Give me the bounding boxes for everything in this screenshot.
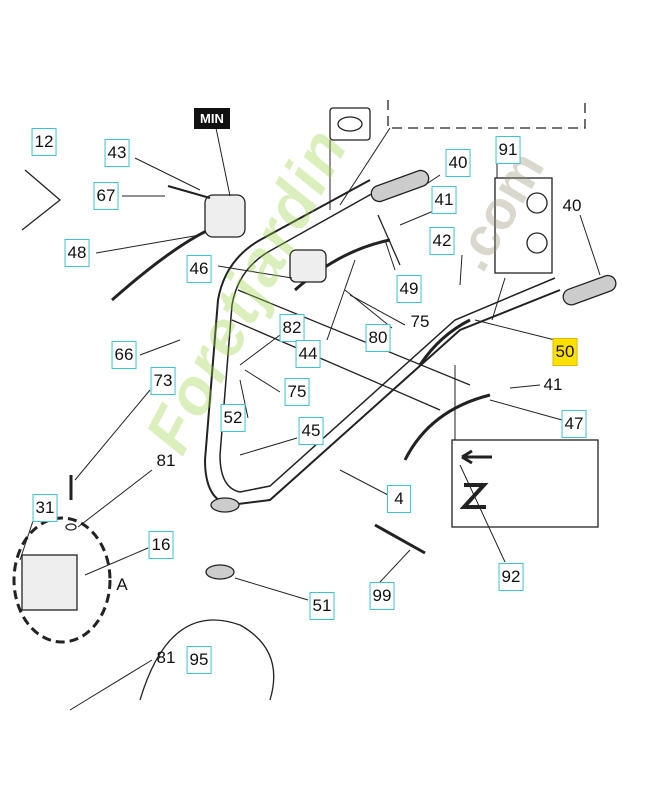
callout-45: 45: [298, 417, 324, 445]
callout-73: 73: [150, 367, 176, 395]
callout-46: 46: [186, 255, 212, 283]
min-decal: MIN: [194, 108, 230, 129]
callout-41: 41: [431, 186, 457, 214]
callout-48: 48: [64, 239, 90, 267]
callout-50: 50: [552, 338, 578, 366]
cable-50: [418, 318, 471, 366]
fuel-tank-95: [139, 619, 275, 701]
callout-40: 40: [562, 196, 582, 215]
throttle-48: [204, 194, 246, 238]
carburettor-16: [21, 554, 78, 611]
arrow-icon: [461, 449, 492, 465]
callout-67: 67: [93, 182, 119, 210]
callout-43: 43: [104, 139, 130, 167]
turtle-icon: [337, 116, 363, 132]
cap-51: [205, 564, 235, 580]
callout-42: 42: [429, 227, 455, 255]
callout-95: 95: [186, 646, 212, 674]
stop-icon: [526, 192, 548, 214]
callout-81: 81: [156, 451, 176, 470]
callout-16: 16: [148, 531, 174, 559]
callout-80: 80: [365, 324, 391, 352]
callout-81: 81: [156, 648, 176, 667]
callout-75: 75: [284, 378, 310, 406]
callout-47: 47: [561, 410, 587, 438]
callout-52: 52: [220, 404, 246, 432]
decal-92: [451, 439, 599, 528]
callout-91: 91: [495, 136, 521, 164]
callout-66: 66: [111, 341, 137, 369]
fuel-cap-icon: [526, 232, 548, 254]
decal-91: [494, 177, 553, 274]
callout-49: 49: [396, 275, 422, 303]
turtle-decal: [329, 107, 371, 141]
callout-31: 31: [32, 494, 58, 522]
grip-right: [562, 274, 617, 306]
callout-75: 75: [410, 312, 430, 331]
crossbar: [237, 289, 471, 386]
throttle-46: [289, 249, 327, 283]
detail-circle-a: [12, 516, 112, 644]
callout-A: A: [116, 575, 128, 594]
callout-41: 41: [543, 375, 563, 394]
choke-icon: [459, 483, 489, 509]
callout-92: 92: [498, 563, 524, 591]
callout-99: 99: [369, 582, 395, 610]
cable-47: [403, 393, 491, 461]
grip-left: [370, 169, 430, 203]
decal-frame: [387, 100, 586, 129]
callout-12: 12: [31, 128, 57, 156]
callout-40: 40: [445, 149, 471, 177]
panel-12: [21, 169, 62, 231]
callout-44: 44: [295, 340, 321, 368]
callout-51: 51: [309, 592, 335, 620]
callout-82: 82: [279, 314, 305, 342]
callout-4: 4: [387, 485, 411, 513]
